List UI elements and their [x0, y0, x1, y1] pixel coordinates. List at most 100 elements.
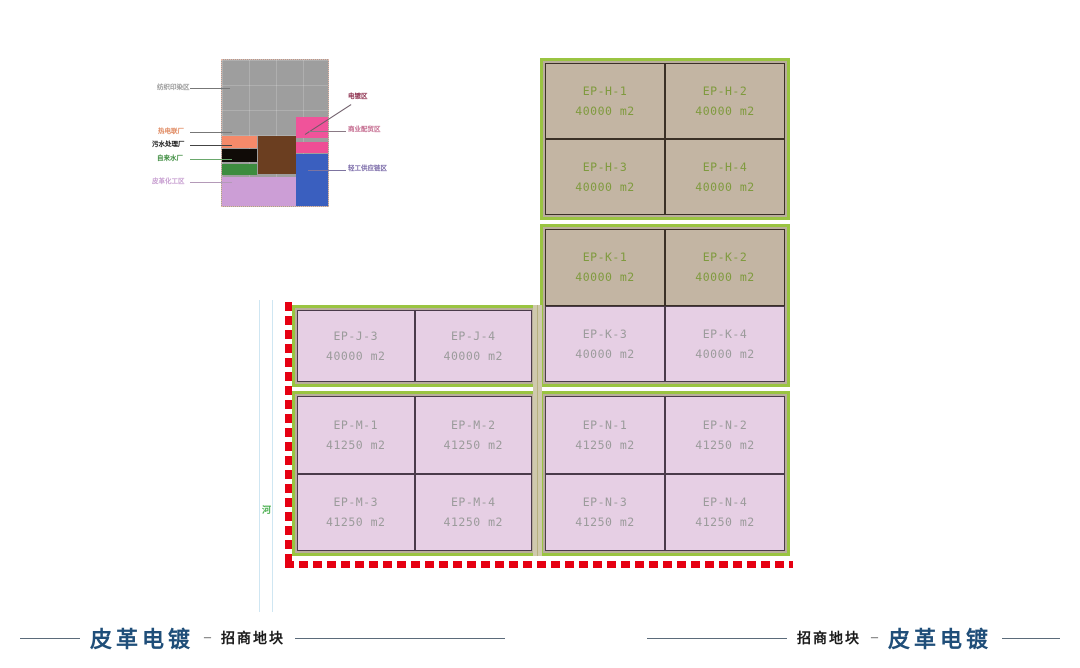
parcel-area: 40000 m2 [695, 270, 755, 285]
leader-line-waterworks [190, 159, 232, 160]
zone-wastewater-plant [222, 149, 257, 163]
footer-rule-right [1002, 637, 1060, 639]
parcel-ep-n-3[interactable]: EP-N-3 41250 m2 [545, 473, 665, 551]
internal-road-vertical [533, 305, 542, 556]
leader-line-textile [190, 88, 230, 89]
parcel-ep-h-4[interactable]: EP-H-4 40000 m2 [665, 139, 785, 215]
parcel-area: 40000 m2 [326, 349, 386, 363]
parcel-id: EP-N-4 [702, 495, 748, 510]
parcel-ep-h-1[interactable]: EP-H-1 40000 m2 [545, 63, 665, 139]
footer-rule-left-tail [295, 637, 506, 639]
parcel-id: EP-K-3 [582, 326, 628, 341]
leader-line-light-industry [308, 170, 346, 171]
parcel-id: EP-N-2 [702, 417, 748, 432]
keymap-label-light-industry: 轻工供应链区 [348, 164, 387, 172]
parcel-id: EP-K-4 [702, 326, 748, 341]
parcel-ep-n-1[interactable]: EP-N-1 41250 m2 [545, 396, 665, 474]
keymap-label-wastewater: 污水处理厂 [152, 140, 185, 148]
footer-rule-right-lead [646, 637, 787, 639]
parcel-area: 41250 m2 [326, 437, 386, 452]
parcel-id: EP-M-1 [333, 417, 379, 432]
parcel-area: 40000 m2 [443, 349, 503, 363]
keymap-label-power-plant: 热电联厂 [158, 127, 184, 135]
parcel-id: EP-H-4 [702, 159, 748, 174]
parcel-area: 40000 m2 [575, 346, 635, 361]
parcel-id: EP-J-3 [333, 328, 379, 343]
parcel-group-n[interactable]: EP-N-1 41250 m2 EP-N-2 41250 m2 EP-N-3 4… [540, 391, 790, 556]
river-bank-line-right [272, 300, 273, 612]
zone-central-block [258, 135, 297, 174]
parcel-area: 40000 m2 [575, 180, 635, 194]
parcel-area: 40000 m2 [695, 346, 755, 361]
parcel-ep-h-3[interactable]: EP-H-3 40000 m2 [545, 139, 665, 215]
parcel-id: EP-K-2 [702, 250, 748, 265]
parcel-group-k[interactable]: EP-K-1 40000 m2 EP-K-2 40000 m2 EP-K-3 4… [540, 224, 790, 387]
footer: 皮革电镀 – 招商地块 招商地块 – 皮革电镀 [0, 614, 1080, 668]
parcel-ep-j-3[interactable]: EP-J-3 40000 m2 [297, 310, 415, 382]
parcel-id: EP-K-1 [582, 250, 628, 265]
parcel-area: 40000 m2 [575, 270, 635, 285]
river-bank-line-left [259, 300, 260, 612]
parcel-area: 40000 m2 [695, 104, 755, 118]
parcel-id: EP-M-3 [333, 495, 379, 510]
parcel-ep-m-3[interactable]: EP-M-3 41250 m2 [297, 473, 415, 551]
parcel-ep-k-3[interactable]: EP-K-3 40000 m2 [545, 305, 665, 382]
footer-subtitle-left: 招商地块 [221, 632, 286, 647]
parcel-area: 40000 m2 [575, 104, 635, 118]
footer-rule-left [20, 637, 80, 639]
footer-brand-left: 皮革电镀 [90, 627, 195, 652]
parcel-ep-k-1[interactable]: EP-K-1 40000 m2 [545, 229, 665, 306]
parcel-area: 41250 m2 [695, 437, 755, 452]
leader-line-power [190, 132, 232, 133]
parcel-area: 41250 m2 [695, 515, 755, 530]
parcel-ep-m-4[interactable]: EP-M-4 41250 m2 [414, 473, 532, 551]
parcel-area: 40000 m2 [695, 180, 755, 194]
key-map[interactable] [221, 59, 329, 207]
parcel-ep-h-2[interactable]: EP-H-2 40000 m2 [665, 63, 785, 139]
parcel-ep-n-4[interactable]: EP-N-4 41250 m2 [665, 473, 785, 551]
parcel-ep-m-1[interactable]: EP-M-1 41250 m2 [297, 396, 415, 474]
zone-commerce-trade [296, 142, 328, 154]
parcel-ep-k-2[interactable]: EP-K-2 40000 m2 [665, 229, 785, 306]
parcel-ep-n-2[interactable]: EP-N-2 41250 m2 [665, 396, 785, 474]
parcel-area: 41250 m2 [575, 437, 635, 452]
river-label: 河 [262, 506, 272, 516]
site-boundary-dashed-left [285, 302, 292, 567]
footer-separator-right: – [870, 630, 878, 645]
parcel-id: EP-M-4 [450, 495, 496, 510]
parcel-group-h[interactable]: EP-H-1 40000 m2 EP-H-2 40000 m2 EP-H-3 4… [540, 58, 790, 220]
parcel-ep-m-2[interactable]: EP-M-2 41250 m2 [414, 396, 532, 474]
zone-light-industry-supply-chain [296, 154, 328, 206]
parcel-id: EP-H-3 [582, 159, 628, 174]
zone-thermal-power-plant [222, 135, 257, 148]
parcel-area: 41250 m2 [443, 437, 503, 452]
footer-separator-left: – [204, 630, 212, 645]
leader-line-commerce [308, 131, 346, 132]
parcel-ep-j-4[interactable]: EP-J-4 40000 m2 [414, 310, 532, 382]
parcel-ep-k-4[interactable]: EP-K-4 40000 m2 [665, 305, 785, 382]
keymap-label-textile: 纺织印染区 [157, 83, 190, 91]
keymap-label-leather-chemical: 皮革化工区 [152, 177, 185, 185]
parcel-area: 41250 m2 [575, 515, 635, 530]
parcel-area: 41250 m2 [326, 515, 386, 530]
keymap-label-waterworks: 自来水厂 [157, 154, 183, 162]
keymap-label-electroplating: 电镀区 [348, 92, 368, 100]
parcel-group-m[interactable]: EP-M-1 41250 m2 EP-M-2 41250 m2 EP-M-3 4… [292, 391, 537, 556]
keymap-label-commerce-trade: 商业配贸区 [348, 125, 381, 133]
footer-brand-right: 皮革电镀 [887, 627, 992, 652]
leader-line-leather-chem [190, 182, 232, 183]
parcel-group-j[interactable]: EP-J-3 40000 m2 EP-J-4 40000 m2 [292, 305, 537, 387]
zone-waterworks-plant [222, 163, 257, 176]
footer-right: 招商地块 – 皮革电镀 [646, 622, 1060, 654]
parcel-id: EP-N-3 [582, 495, 628, 510]
parcel-id: EP-H-2 [702, 83, 748, 98]
parcel-id: EP-J-4 [450, 328, 496, 343]
parcel-id: EP-H-1 [582, 83, 628, 98]
footer-subtitle-right: 招商地块 [796, 632, 861, 647]
site-boundary-dashed-bottom [285, 561, 793, 568]
zone-electroplating [296, 116, 328, 139]
leader-line-wastewater [190, 145, 232, 146]
parcel-id: EP-N-1 [582, 417, 628, 432]
footer-left: 皮革电镀 – 招商地块 [20, 622, 506, 654]
